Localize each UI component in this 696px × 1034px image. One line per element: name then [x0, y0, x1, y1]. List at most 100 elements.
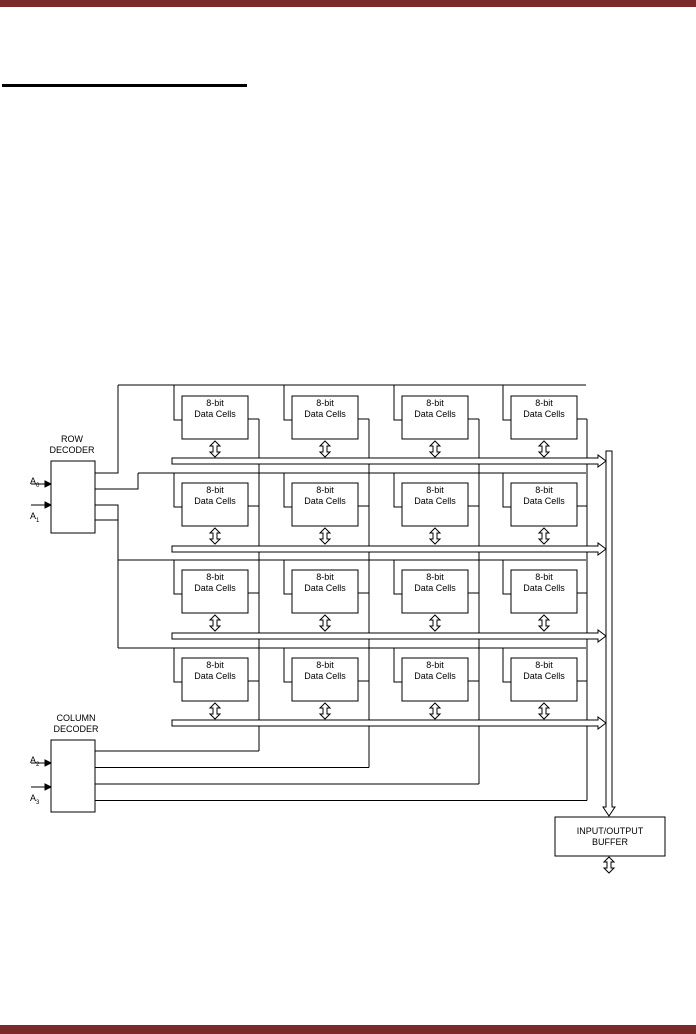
bidirectional-arrow-icon: [428, 702, 442, 720]
data-cell-label-line1: 8-bit: [316, 660, 334, 670]
bidirectional-arrow-icon: [208, 702, 222, 720]
row-tap-0-2: [393, 385, 402, 421]
bidirectional-arrow-icon: [318, 702, 332, 720]
data-cell-label-line1: 8-bit: [426, 660, 444, 670]
data-cell-label-line2: Data Cells: [523, 496, 565, 506]
data-cell-label-line2: Data Cells: [304, 583, 346, 593]
data-cell-label-line2: Data Cells: [523, 409, 565, 419]
row-tap-1-1: [283, 473, 292, 508]
data-cell-label-line2: Data Cells: [414, 409, 456, 419]
bidirectional-arrow-icon: [428, 614, 442, 632]
data-cell-label-line2: Data Cells: [304, 671, 346, 681]
row-tap-2-3: [502, 560, 511, 595]
bidirectional-arrow-icon: [208, 614, 222, 632]
top-border-band: [0, 0, 696, 7]
heading-underline: [2, 84, 247, 87]
row-tap-3-0: [173, 648, 182, 683]
output-bus: [602, 450, 616, 817]
row-tap-1-3: [502, 473, 511, 508]
io-buffer: INPUT/OUTPUT BUFFER: [554, 816, 666, 857]
data-cell-label-line1: 8-bit: [206, 572, 224, 582]
row-tap-0-3: [502, 385, 511, 421]
data-cell-label-line2: Data Cells: [414, 583, 456, 593]
column-decoder-input-a3: A3: [30, 793, 40, 806]
column-decoder: COLUMN DECODER A2 A3: [30, 713, 99, 813]
row-tap-1-2: [393, 473, 402, 508]
data-bus-2: [171, 629, 607, 643]
io-buffer-bidirectional-arrow: [602, 856, 616, 874]
column-decoder-label-line2: DECODER: [53, 724, 99, 734]
data-cell-label-line2: Data Cells: [523, 583, 565, 593]
data-cell-label-line2: Data Cells: [194, 496, 236, 506]
row-decoder-label-line1: ROW: [61, 434, 84, 444]
data-cell-label-line1: 8-bit: [535, 572, 553, 582]
input-arrowhead-a0: [44, 480, 53, 488]
row-tap-2-0: [173, 560, 182, 595]
row-tap-3-3: [502, 648, 511, 683]
data-cell-label-line2: Data Cells: [194, 583, 236, 593]
row-decoder-input-a0: A0: [30, 476, 40, 489]
bidirectional-arrow-icon: [318, 440, 332, 458]
io-buffer-label-line2: BUFFER: [592, 837, 629, 847]
data-cell-label-line1: 8-bit: [426, 485, 444, 495]
row-tap-3-1: [283, 648, 292, 683]
data-cell-label-line1: 8-bit: [206, 398, 224, 408]
data-bus-0: [171, 454, 607, 468]
row-tap-2-1: [283, 560, 292, 595]
row-decoder: ROW DECODER A0 A1: [30, 434, 96, 534]
bidirectional-arrow-icon: [428, 440, 442, 458]
bidirectional-arrow-icon: [318, 614, 332, 632]
bidirectional-arrow-icon: [318, 527, 332, 545]
data-cell-label-line2: Data Cells: [523, 671, 565, 681]
data-cell-label-line2: Data Cells: [414, 671, 456, 681]
bidirectional-arrow-icon: [537, 702, 551, 720]
row-decoder-output-0: [95, 385, 119, 474]
io-buffer-label-line1: INPUT/OUTPUT: [577, 826, 644, 836]
data-bus-3: [171, 716, 607, 730]
data-cell-label-line2: Data Cells: [414, 496, 456, 506]
input-arrowhead-a3: [44, 783, 53, 791]
data-cell-label-line1: 8-bit: [316, 485, 334, 495]
row-decoder-output-2: [95, 504, 138, 561]
data-cell-label-line1: 8-bit: [316, 398, 334, 408]
data-bus-1: [171, 542, 607, 556]
input-arrowhead-a1: [44, 501, 53, 509]
column-decoder-input-a2: A2: [30, 755, 40, 768]
data-cell-label-line1: 8-bit: [535, 485, 553, 495]
bottom-border-band: [0, 1025, 696, 1034]
data-cell-label-line2: Data Cells: [194, 671, 236, 681]
row-tap-0-1: [283, 385, 292, 421]
row-tap-1-0: [173, 473, 182, 508]
row-tap-3-2: [393, 648, 402, 683]
row-decoder-output-3: [95, 519, 119, 648]
data-cell-label-line2: Data Cells: [194, 409, 236, 419]
data-cell-label-line1: 8-bit: [535, 660, 553, 670]
row-decoder-input-a1: A1: [30, 511, 40, 524]
row-decoder-label-line2: DECODER: [49, 445, 95, 455]
input-arrowhead-a2: [44, 759, 53, 767]
bidirectional-arrow-icon: [208, 440, 222, 458]
row-tap-2-2: [393, 560, 402, 595]
data-cell-label-line1: 8-bit: [426, 572, 444, 582]
bidirectional-arrow-icon: [208, 527, 222, 545]
data-cell-label-line2: Data Cells: [304, 409, 346, 419]
data-cell-label-line1: 8-bit: [426, 398, 444, 408]
data-cell-label-line1: 8-bit: [316, 572, 334, 582]
bidirectional-arrow-icon: [428, 527, 442, 545]
